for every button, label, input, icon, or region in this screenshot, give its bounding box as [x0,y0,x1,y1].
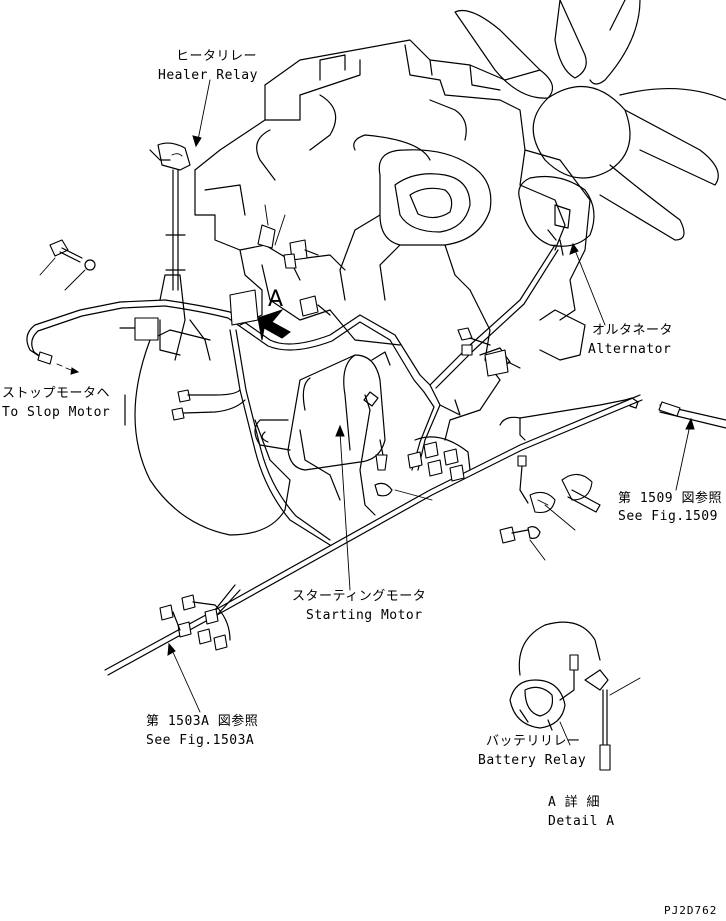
callout-stop-motor: ストップモータヘ To Slop Motor [2,386,110,420]
drawing-code: PJ2D762 [664,904,717,917]
leader-lines [167,79,695,713]
detail-a-battery-relay [509,621,641,771]
see-fig-1509-label-en: See Fig.1509 [618,509,718,524]
alternator-label-en: Alternator [588,342,671,357]
callout-see-fig-1509: 第 1509 図参照 See Fig.1509 [618,490,722,524]
heater-relay-label-jp: ヒータリレー [176,49,257,64]
see-fig-1509-label-jp: 第 1509 図参照 [618,490,722,506]
see-fig-1503a-label-en: See Fig.1503A [146,733,254,748]
detail-a-label-en: Detail A [548,814,615,829]
alternator-label-jp: オルタネータ [592,323,673,338]
starting-motor-label-jp: スターティングモータ [292,589,426,604]
heater-relay-label-en: Healer Relay [158,68,258,83]
starting-motor-label-en: Starting Motor [306,608,423,623]
stop-motor-label-en: To Slop Motor [2,405,110,420]
see-fig-1503a-label-jp: 第 1503A 図参照 [146,713,258,729]
battery-relay-label-en: Battery Relay [478,753,586,768]
callout-alternator: オルタネータ Alternator [588,323,673,357]
callout-see-fig-1503a: 第 1503A 図参照 See Fig.1503A [146,713,258,748]
stop-motor-label-jp: ストップモータヘ [2,386,110,401]
caption-detail-a: A 詳 細 Detail A [548,794,615,829]
callout-battery-relay: バッテリリレー Battery Relay [478,734,586,768]
battery-relay-label-jp: バッテリリレー [486,734,581,749]
view-marker-a: A [268,287,283,312]
engine-fan [454,0,726,241]
view-arrow-a: A [257,287,291,341]
engine-block [124,39,595,536]
detail-a-label-jp: A 詳 細 [548,794,600,810]
wiring-harness [26,142,726,676]
callout-starting-motor: スターティングモータ Starting Motor [292,589,426,623]
callout-heater-relay: ヒータリレー Healer Relay [158,49,258,83]
